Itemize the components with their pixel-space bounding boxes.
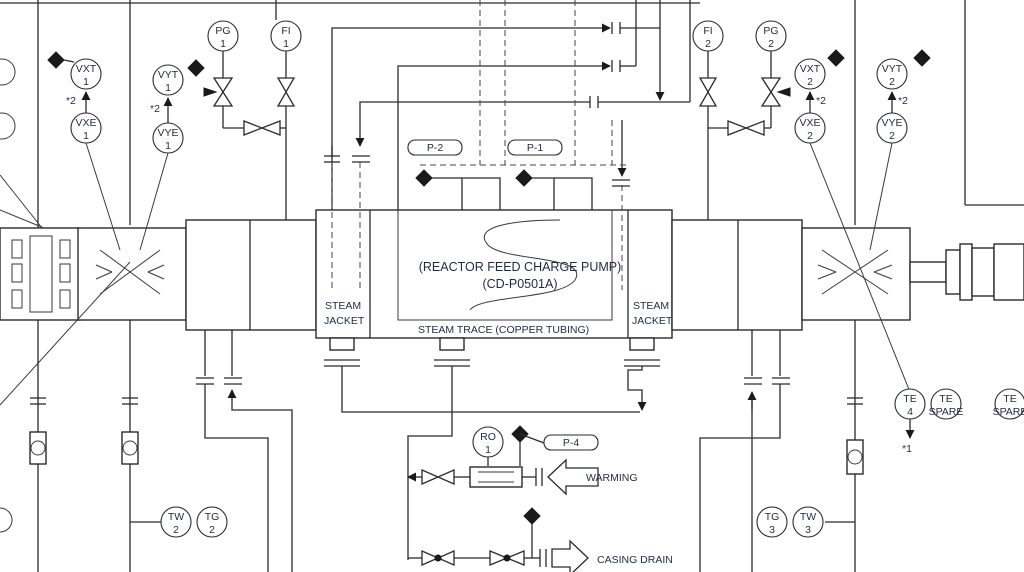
tg2-tag: TG	[205, 511, 220, 523]
warming-arrow-icon	[547, 458, 599, 496]
left-bearing-housing	[185, 219, 317, 331]
right-coupling	[801, 227, 1024, 321]
tg2-num: 2	[209, 524, 215, 536]
steam-jacket-left-line1: STEAM	[325, 300, 361, 312]
vye1-tag: VYE	[157, 127, 178, 139]
p2-flag-icon	[415, 169, 433, 187]
note-2c: *2	[816, 95, 826, 107]
warming-and-drain-lines: RO 1 P-4 WARMING CASING DRAIN	[407, 425, 673, 572]
fi2-num: 2	[705, 38, 711, 50]
p1-label: P-1	[527, 142, 544, 154]
vyt2-flag-icon	[913, 49, 931, 67]
warming-label: WARMING	[586, 472, 638, 484]
suction-discharge-nozzles: P-2 P-1	[407, 139, 593, 210]
casing-drain-arrow-icon	[551, 539, 589, 572]
bottom-left-instruments: TW 2 TG 2	[0, 320, 293, 572]
p2-label: P-2	[427, 142, 444, 154]
steam-jacket-right-line1: STEAM	[633, 300, 669, 312]
left-coupling	[0, 227, 187, 321]
vxt2-flag-icon	[827, 49, 845, 67]
tw3-num: 3	[805, 524, 811, 536]
steam-supply-lines	[324, 0, 691, 290]
pump-name: (REACTOR FEED CHARGE PUMP)	[419, 260, 622, 274]
note-2b: *2	[150, 103, 160, 115]
vyt1-num: 1	[165, 82, 171, 94]
vxe1-num: 1	[83, 130, 89, 142]
te-spare1-tag: TE	[939, 393, 952, 405]
vyt2-num: 2	[889, 76, 895, 88]
te-spare2-num: SPARE	[993, 406, 1024, 418]
tw3-tag: TW	[800, 511, 816, 523]
steam-jacket-right-line2: JACKET	[632, 315, 673, 327]
fi1-num: 1	[283, 38, 289, 50]
vxt1-tag: VXT	[76, 63, 97, 75]
ro1-num: 1	[485, 444, 491, 456]
te4-tag: TE	[903, 393, 916, 405]
vyt1-tag: VYT	[158, 69, 179, 81]
right-bearing-housing	[671, 219, 803, 331]
vxe2-tag: VXE	[799, 117, 820, 129]
fi1-tag: FI	[281, 25, 290, 37]
left-instruments: PG 1 FI 1 VXT 1 VXE 1 *2 VYT 1 VYE 1	[0, 0, 302, 406]
casing-drain-label: CASING DRAIN	[597, 554, 673, 566]
note-2d: *2	[898, 95, 908, 107]
tw2-num: 2	[173, 524, 179, 536]
fi2-valve-icon	[698, 77, 718, 107]
te-spare1-num: SPARE	[929, 406, 964, 418]
steam-jacket-left-line2: JACKET	[324, 315, 365, 327]
vyt2-tag: VYT	[882, 63, 903, 75]
vxe1-tag: VXE	[75, 117, 96, 129]
top-lines	[0, 0, 1024, 228]
vyt1-flag-icon	[187, 59, 205, 77]
pg1-num: 1	[220, 38, 226, 50]
restriction-orifice	[469, 466, 523, 488]
tw2-tag: TW	[168, 511, 184, 523]
steam-trace-label: STEAM TRACE (COPPER TUBING)	[418, 324, 589, 336]
note-2a: *2	[66, 95, 76, 107]
vxt2-tag: VXT	[800, 63, 821, 75]
te-spare2-tag: TE	[1003, 393, 1016, 405]
vye2-num: 2	[889, 130, 895, 142]
vye2-tag: VYE	[881, 117, 902, 129]
p4-label: P-4	[563, 437, 580, 449]
vxe2-num: 2	[807, 130, 813, 142]
fi1-valve-icon	[276, 77, 296, 107]
pg1-tag: PG	[215, 25, 230, 37]
fi2-tag: FI	[703, 25, 712, 37]
vye1-num: 1	[165, 140, 171, 152]
bottom-right-instruments: TG 3 TW 3 TE 4 *1 TE SPARE TE SPARE	[699, 320, 1024, 572]
vxt1-num: 1	[83, 76, 89, 88]
tg3-tag: TG	[765, 511, 780, 523]
casing-drain-flag-icon	[523, 507, 541, 525]
note-1: *1	[902, 443, 912, 455]
pg2-num: 2	[768, 38, 774, 50]
p1-flag-icon	[515, 169, 533, 187]
warming-valve-icon	[421, 469, 455, 485]
jacket-drains	[324, 337, 660, 560]
vxt1-flag-icon	[47, 51, 65, 69]
pump-tag: (CD-P0501A)	[482, 277, 557, 291]
manual-valve-1-icon	[243, 120, 281, 136]
tg3-num: 3	[769, 524, 775, 536]
te4-num: 4	[907, 406, 913, 418]
ro1-tag: RO	[480, 431, 496, 443]
pg2-tag: PG	[763, 25, 778, 37]
right-instruments: FI 2 PG 2 VXT 2 VXE 2 *2 VYT 2 VYE 2 *2	[692, 20, 931, 393]
manual-valve-2-icon	[727, 120, 765, 136]
vxt2-num: 2	[807, 76, 813, 88]
pump-casing	[315, 209, 673, 339]
